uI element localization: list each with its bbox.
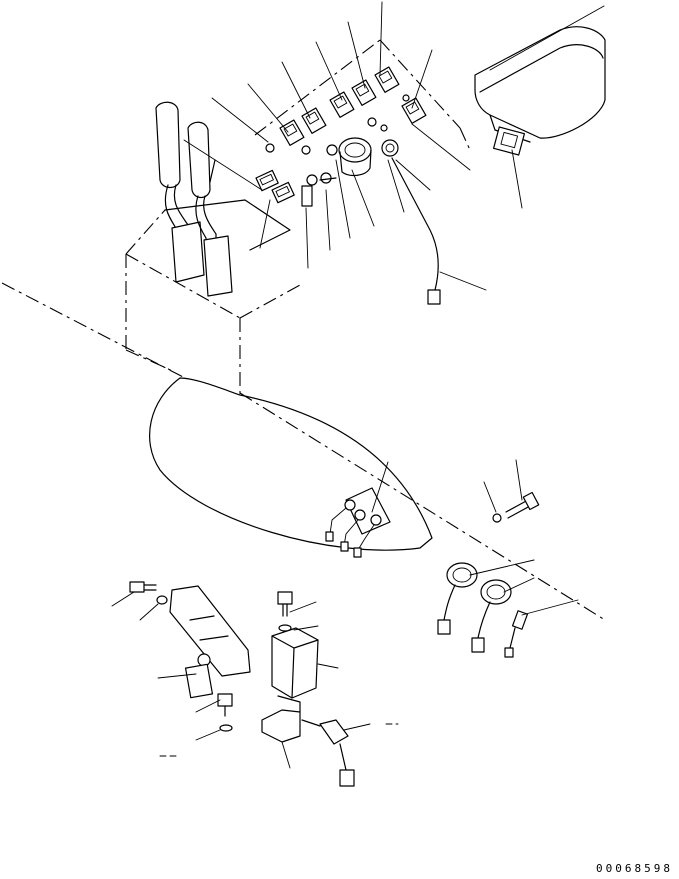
pedal-bracket bbox=[129, 581, 251, 699]
drawing-number: 00068598 bbox=[596, 862, 673, 875]
leader-lines bbox=[111, 1, 605, 769]
indicator-lamps bbox=[301, 144, 338, 207]
rocker-switches bbox=[255, 66, 427, 204]
rear-connector bbox=[504, 610, 529, 658]
rear-lamp-left bbox=[437, 562, 478, 635]
horn-pressure-switch bbox=[217, 693, 355, 787]
pilot-lamp-cluster bbox=[325, 487, 391, 558]
rear-lamp-bolt bbox=[492, 491, 540, 523]
dashboard-panel bbox=[149, 377, 433, 551]
rear-lamp-right bbox=[471, 579, 512, 653]
fuse-box bbox=[474, 26, 606, 156]
control-levers bbox=[155, 101, 291, 297]
hour-meter bbox=[338, 137, 372, 177]
key-switch bbox=[381, 139, 441, 305]
relay-box bbox=[271, 591, 319, 699]
phantom-outlines bbox=[1, 39, 606, 621]
